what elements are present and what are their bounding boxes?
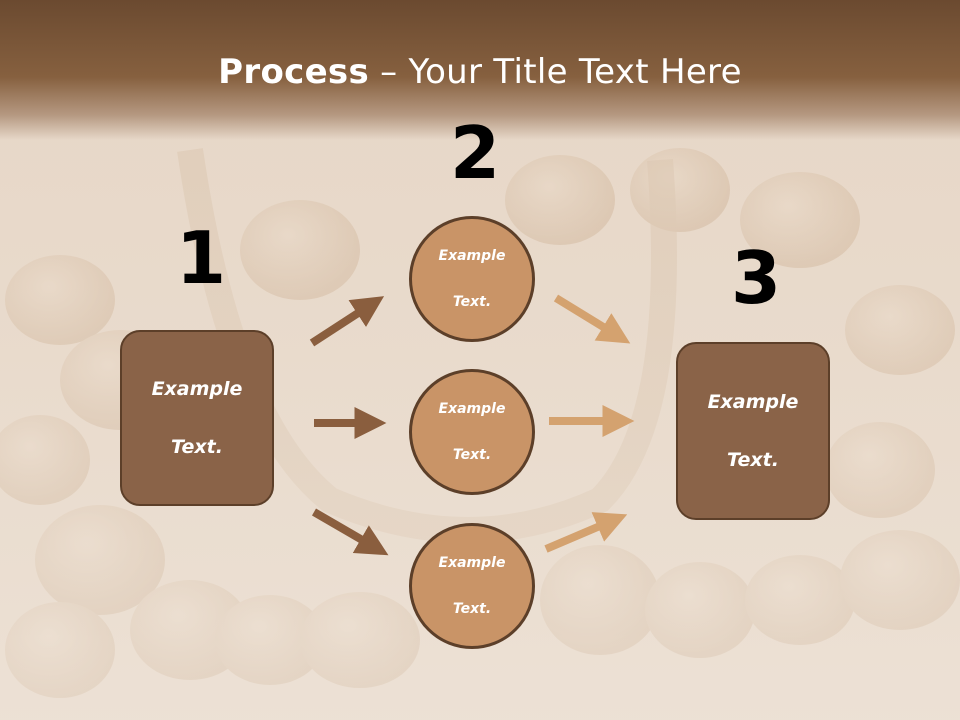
title-band	[0, 0, 960, 140]
circle-bottom: Example Text.	[409, 523, 535, 649]
circle-bottom-line1: Example	[438, 554, 506, 571]
step-number-1: 1	[176, 216, 227, 300]
arrow-1-to-top	[309, 296, 385, 347]
arrow-top-to-3	[553, 294, 631, 344]
box-step-3-line1: Example	[707, 390, 799, 413]
title-bold: Process	[218, 52, 370, 92]
circle-middle-line2: Text.	[452, 446, 492, 463]
circle-middle: Example Text.	[409, 369, 535, 495]
circle-top-line2: Text.	[452, 293, 492, 310]
circle-bottom-line2: Text.	[452, 600, 492, 617]
circle-middle-line1: Example	[438, 400, 506, 417]
box-step-1: Example Text.	[120, 330, 274, 506]
box-step-3: Example Text.	[676, 342, 830, 520]
box-step-1-line2: Text.	[171, 435, 223, 458]
circle-top-line1: Example	[438, 247, 506, 264]
title-rest: – Your Title Text Here	[369, 52, 742, 92]
arrow-bottom-to-3	[544, 512, 628, 553]
step-number-2: 2	[450, 111, 501, 195]
arrow-1-to-bottom	[311, 508, 389, 556]
circle-top: Example Text.	[409, 216, 535, 342]
slide-title: Process – Your Title Text Here	[0, 52, 960, 92]
step-number-3: 3	[731, 236, 782, 320]
box-step-3-line2: Text.	[727, 448, 779, 471]
box-step-1-line1: Example	[151, 377, 243, 400]
